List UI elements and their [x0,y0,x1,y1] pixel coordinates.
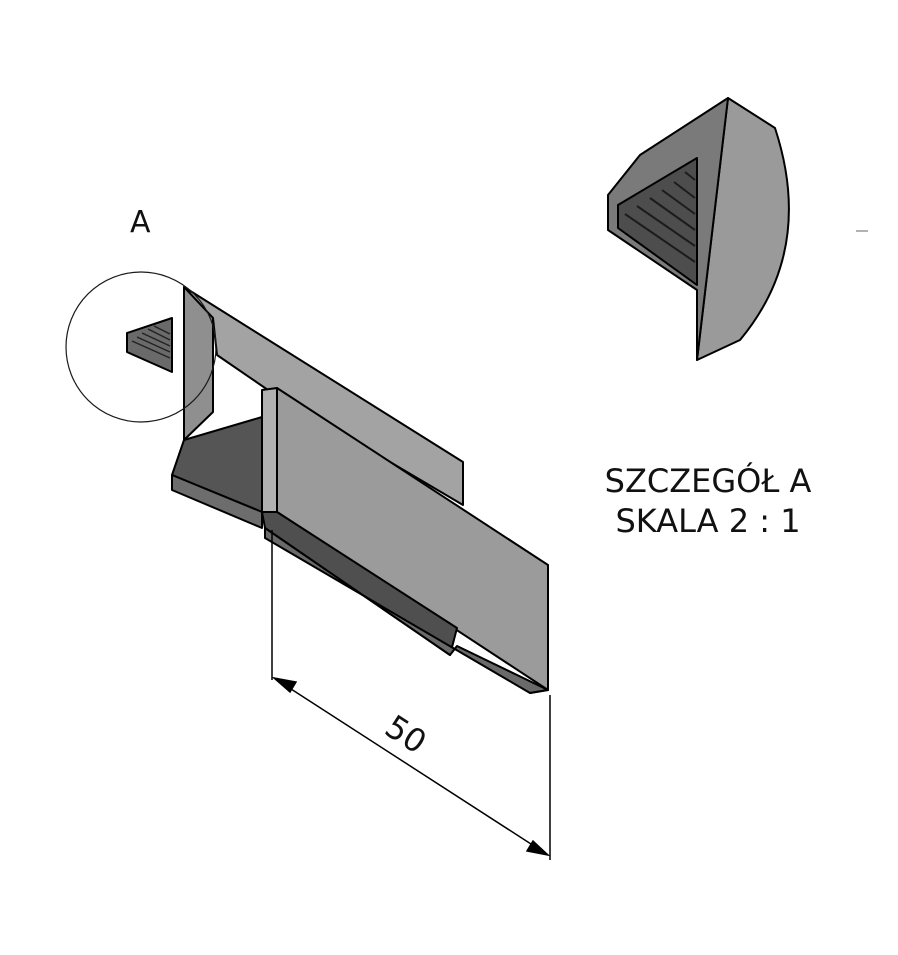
end-cap-face [529,564,549,694]
detail-title-line1: SZCZEGÓŁ A [605,461,812,500]
detail-ribbed-region [617,157,698,286]
bottom-left-face [171,474,263,529]
arrow-left [271,676,298,694]
dimension-50 [271,530,551,860]
dimension-line [273,677,549,856]
detail-ribs [624,171,696,263]
ribbed-tip [126,317,173,373]
front-wall-top [261,387,278,513]
isometric-part [126,286,549,694]
detail-title-line2: SKALA 2 : 1 [615,502,800,540]
tip-ribs [131,325,171,359]
detail-curved-face [696,97,790,361]
arrow-right [525,839,551,857]
back-wall-face [183,286,214,441]
under-strip-face [261,511,458,656]
detail-view [607,97,790,361]
detail-marker-letter: A [130,205,151,240]
detail-circle [65,271,217,423]
dimension-value: 50 [378,707,433,761]
